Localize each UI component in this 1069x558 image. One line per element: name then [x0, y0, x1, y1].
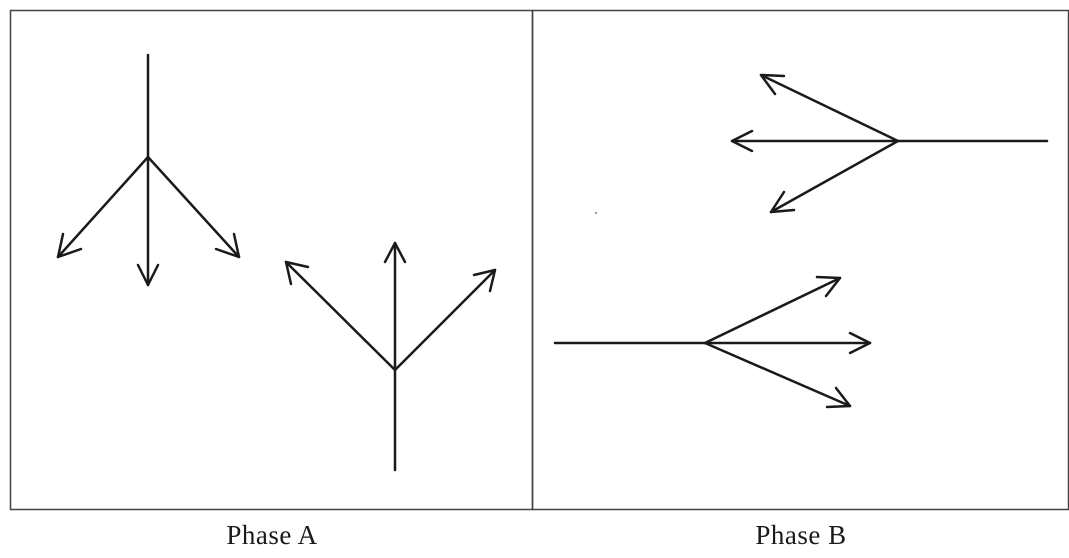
arrow-head-icon: [383, 241, 407, 264]
arrow-head-icon: [56, 232, 83, 259]
arrow-head-icon: [825, 386, 852, 409]
phase-b-bottom-arrow-upper: [703, 275, 842, 345]
phase-a-bottom-arrow-left: [284, 260, 397, 372]
arrow-layer: [56, 53, 1049, 472]
phase-b-frame: [531, 9, 1069, 511]
arrow-head-icon: [730, 129, 754, 153]
phase-a-bottom-arrow-up: [383, 241, 407, 372]
arrow-head-icon: [284, 260, 310, 286]
phase-b-top-arrow-upper: [759, 73, 900, 143]
arrow-head-icon: [472, 268, 497, 293]
phase-a-top-arrow-right: [146, 155, 241, 259]
arrow-head-icon: [769, 190, 796, 214]
speck: [595, 212, 597, 214]
phase-b-caption: Phase B: [755, 520, 847, 550]
phase-a-caption: Phase A: [226, 520, 318, 550]
phase-a-bottom-arrow-right: [393, 268, 497, 372]
phase-b-top-arrow-left: [730, 129, 900, 153]
arrow-head-icon: [136, 263, 160, 287]
phase-b-bottom-arrow-lower: [703, 341, 852, 409]
arrow-head-icon: [848, 331, 872, 355]
arrow-head-icon: [815, 275, 842, 298]
phase-a-top-arrow-down: [136, 155, 160, 287]
phase-b-top-arrow-lower: [769, 139, 900, 214]
phase-b-bottom-arrow-right: [703, 331, 872, 355]
phase-a-top-arrow-left: [56, 155, 150, 259]
arrow-head-icon: [214, 232, 241, 259]
phase-a-frame: [9, 9, 534, 511]
arrow-head-icon: [759, 73, 786, 96]
